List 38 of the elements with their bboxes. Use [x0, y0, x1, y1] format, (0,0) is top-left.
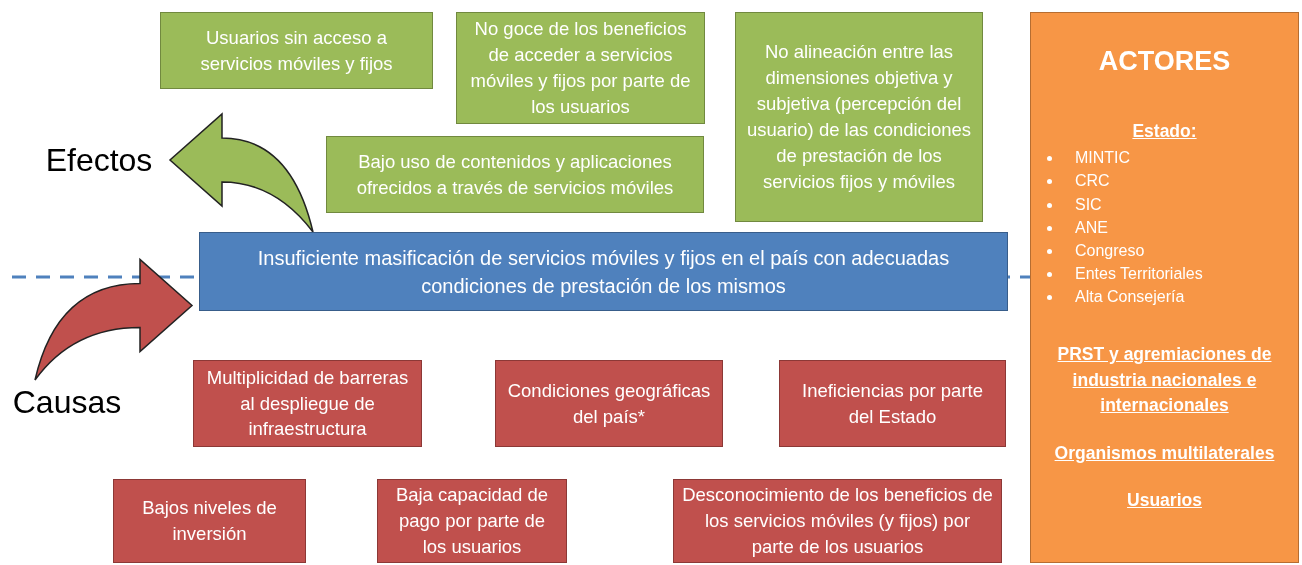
group-heading: PRST y agremiaciones de industria nacionales e internacionales [1056, 343, 1273, 418]
effect-box [735, 12, 983, 222]
effect-box [326, 136, 704, 213]
section-label: Causas [12, 382, 122, 422]
panel-heading: ACTORES [1098, 45, 1231, 78]
cause-box [193, 360, 422, 447]
box-text: Condiciones geográficas del país* [506, 378, 712, 429]
effect-box [160, 12, 433, 89]
box-text: Desconocimiento de los beneficios de los servicios móviles (y fijos) por parte de los usuarios [682, 483, 993, 559]
list-item: MINTIC [1039, 146, 1290, 170]
cause-box [779, 360, 1006, 447]
cause-box [495, 360, 723, 447]
group-heading: Organismos multilaterales [1054, 441, 1275, 465]
curved-arrow [34, 258, 193, 381]
list-item: SIC [1039, 192, 1290, 216]
box-text: Usuarios sin acceso a servicios móviles y fijos [199, 25, 394, 76]
box-text: Insuficiente masificación de servicios móviles y fijos en el país con adecuadas condiciones de prestación de los mismos [256, 245, 951, 299]
list-item: Congreso [1039, 238, 1290, 263]
box-text: Bajos niveles de inversión [141, 496, 278, 546]
cause-box [377, 479, 567, 563]
list-item: ANE [1039, 215, 1290, 239]
curved-arrow [169, 113, 314, 233]
section-label: Efectos [45, 140, 153, 180]
effect-box [456, 12, 705, 124]
list-item: Entes Territoriales [1039, 262, 1290, 286]
box-text: Bajo uso de contenidos y aplicaciones ofrecidos a través de servicios móviles [355, 149, 675, 200]
box-text: Baja capacidad de pago por parte de los usuarios [394, 483, 550, 559]
list-item: CRC [1039, 169, 1290, 193]
box-text: No alineación entre las dimensiones objetiva y subjetiva (percepción del usuario) de las condiciones de prestación de los servicios fijos y móviles [745, 40, 973, 194]
box-text: Multiplicidad de barreras al despliegue de infraestructura [205, 365, 410, 442]
group-heading: Usuarios [1127, 489, 1202, 512]
core-problem-box [199, 232, 1008, 311]
box-text: Ineficiencias por parte del Estado [801, 378, 984, 429]
cause-box [113, 479, 306, 563]
actors-panel [1030, 12, 1299, 563]
list-item: Alta Consejería [1039, 285, 1290, 309]
box-text: No goce de los beneficios de acceder a servicios móviles y fijos por parte de los usuarios [469, 17, 692, 119]
group-heading: Estado: [1132, 119, 1197, 143]
